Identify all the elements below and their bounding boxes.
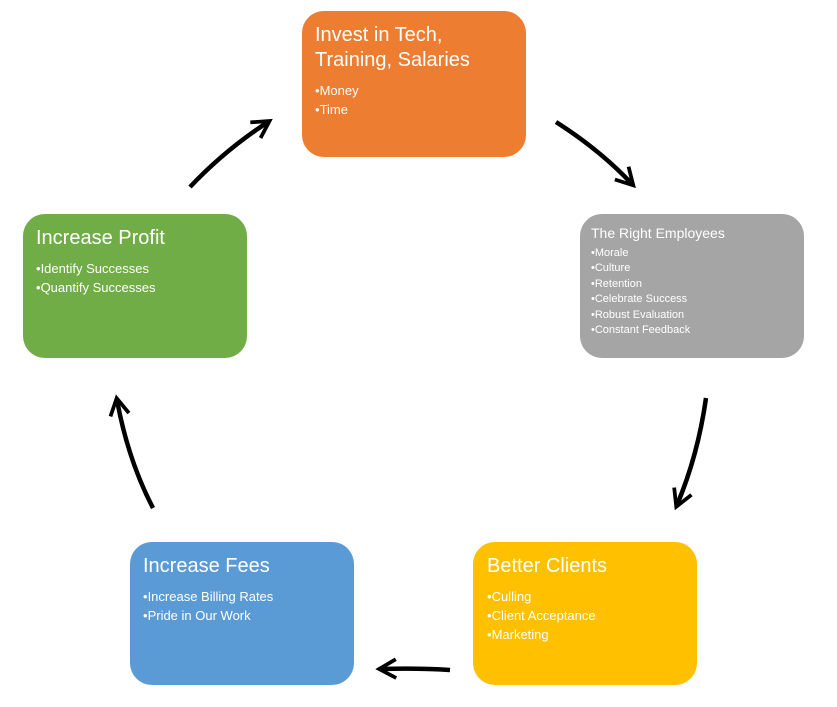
fees-box: Increase Fees Increase Billing RatesPrid…: [130, 542, 354, 685]
employees-list-item: Celebrate Success: [591, 292, 793, 307]
profit-list-item: Identify Successes: [36, 259, 234, 278]
profit-list-item: Quantify Successes: [36, 278, 234, 297]
invest-box: Invest in Tech, Training, Salaries Money…: [302, 11, 526, 157]
fees-list-item: Pride in Our Work: [143, 606, 341, 625]
arrow-clients-to-fees: [381, 669, 451, 670]
employees-list: MoraleCultureRetentionCelebrate SuccessR…: [591, 246, 793, 338]
clients-title: Better Clients: [487, 555, 608, 577]
profit-title: Increase Profit: [36, 227, 165, 249]
employees-box: The Right Employees MoraleCultureRetenti…: [580, 214, 804, 358]
fees-list-item: Increase Billing Rates: [143, 587, 341, 606]
invest-title: Invest in Tech, Training, Salaries: [315, 24, 470, 71]
invest-list-item: Time: [315, 100, 513, 119]
profit-list: Identify SuccessesQuantify Successes: [36, 259, 234, 297]
fees-list: Increase Billing RatesPride in Our Work: [143, 587, 341, 625]
employees-list-item: Culture: [591, 261, 793, 276]
employees-list-item: Morale: [591, 246, 793, 261]
arrow-invest-to-employees: [554, 120, 632, 184]
profit-box: Increase Profit Identify SuccessesQuanti…: [23, 214, 247, 358]
employees-title: The Right Employees: [591, 225, 725, 241]
employees-list-item: Constant Feedback: [591, 323, 793, 338]
fees-title: Increase Fees: [143, 555, 270, 577]
invest-list-item: Money: [315, 81, 513, 100]
arrow-fees-to-profit: [117, 400, 155, 510]
arrow-profit-to-invest: [188, 122, 268, 189]
clients-list-item: Client Acceptance: [487, 606, 683, 625]
employees-list-item: Robust Evaluation: [591, 308, 793, 323]
invest-list: MoneyTime: [315, 81, 513, 119]
clients-box: Better Clients CullingClient AcceptanceM…: [473, 542, 697, 685]
clients-list: CullingClient AcceptanceMarketing: [487, 587, 683, 644]
clients-list-item: Marketing: [487, 625, 683, 644]
employees-list-item: Retention: [591, 277, 793, 292]
arrow-employees-to-clients: [677, 397, 709, 505]
clients-list-item: Culling: [487, 587, 683, 606]
